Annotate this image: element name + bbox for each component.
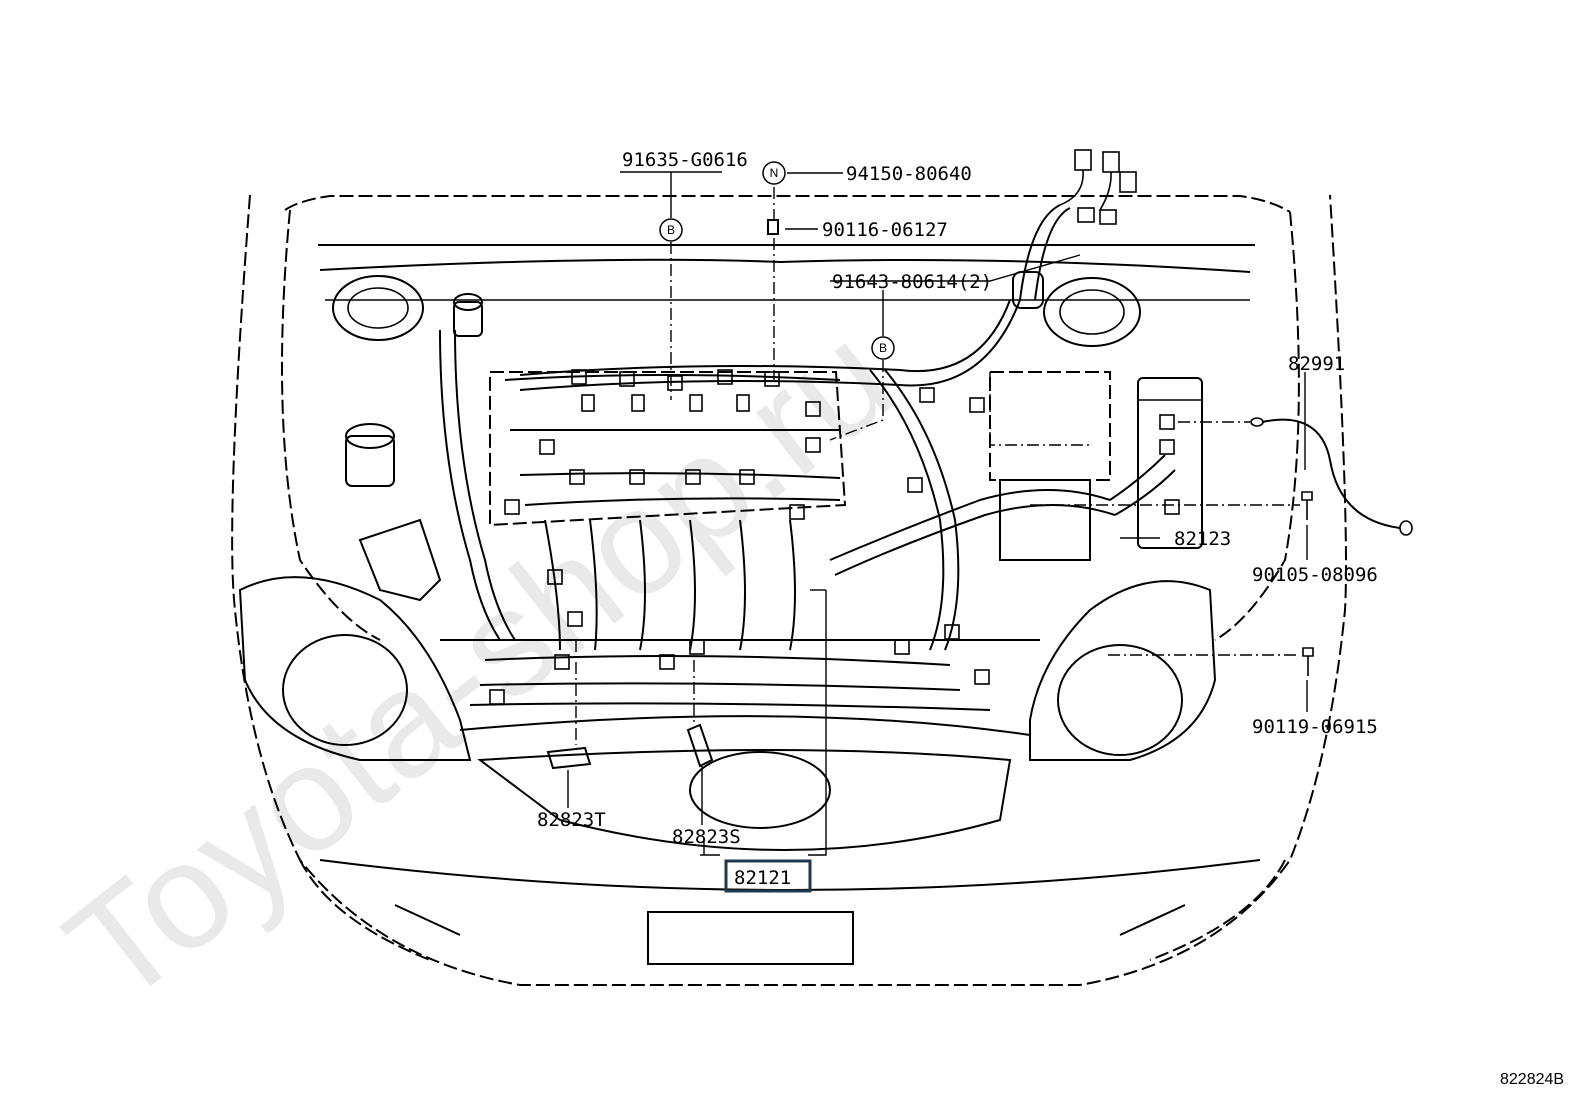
callout-90116[interactable]: 90116-06127 (822, 219, 948, 241)
callout-91635[interactable]: 91635-G0616 (622, 149, 748, 171)
callout-91643[interactable]: 91643-80614(2) (832, 271, 992, 293)
callout-94150[interactable]: 94150-80640 (846, 163, 972, 185)
callout-90119[interactable]: 90119-06915 (1252, 716, 1378, 738)
diagram-reference: 822824B (1500, 1071, 1564, 1088)
marker-n: N (762, 161, 786, 185)
callouts: 91635-G0616 94150-80640 90116-06127 9164… (537, 149, 1378, 893)
leader-lines (567, 171, 1308, 856)
callout-90105[interactable]: 90105-08096 (1252, 564, 1378, 586)
marker-b-2-label: B (879, 341, 887, 355)
callout-82123[interactable]: 82123 (1174, 528, 1231, 550)
callout-82121-highlight (724, 859, 812, 893)
engine-assembly (345, 149, 1413, 770)
clamp-icon (767, 219, 779, 235)
watermark: Toyota-shop.ru (36, 292, 921, 1035)
callout-82823t[interactable]: 82823T (537, 809, 606, 831)
marker-b-1-label: B (667, 223, 675, 237)
callout-82121[interactable]: 82121 (734, 867, 791, 889)
car-body-outline (231, 194, 1347, 986)
marker-b-2: B (871, 336, 895, 360)
callout-82991[interactable]: 82991 (1288, 353, 1345, 375)
marker-n-label: N (770, 166, 779, 180)
marker-b-1: B (659, 218, 683, 242)
callout-82823s[interactable]: 82823S (672, 826, 741, 848)
